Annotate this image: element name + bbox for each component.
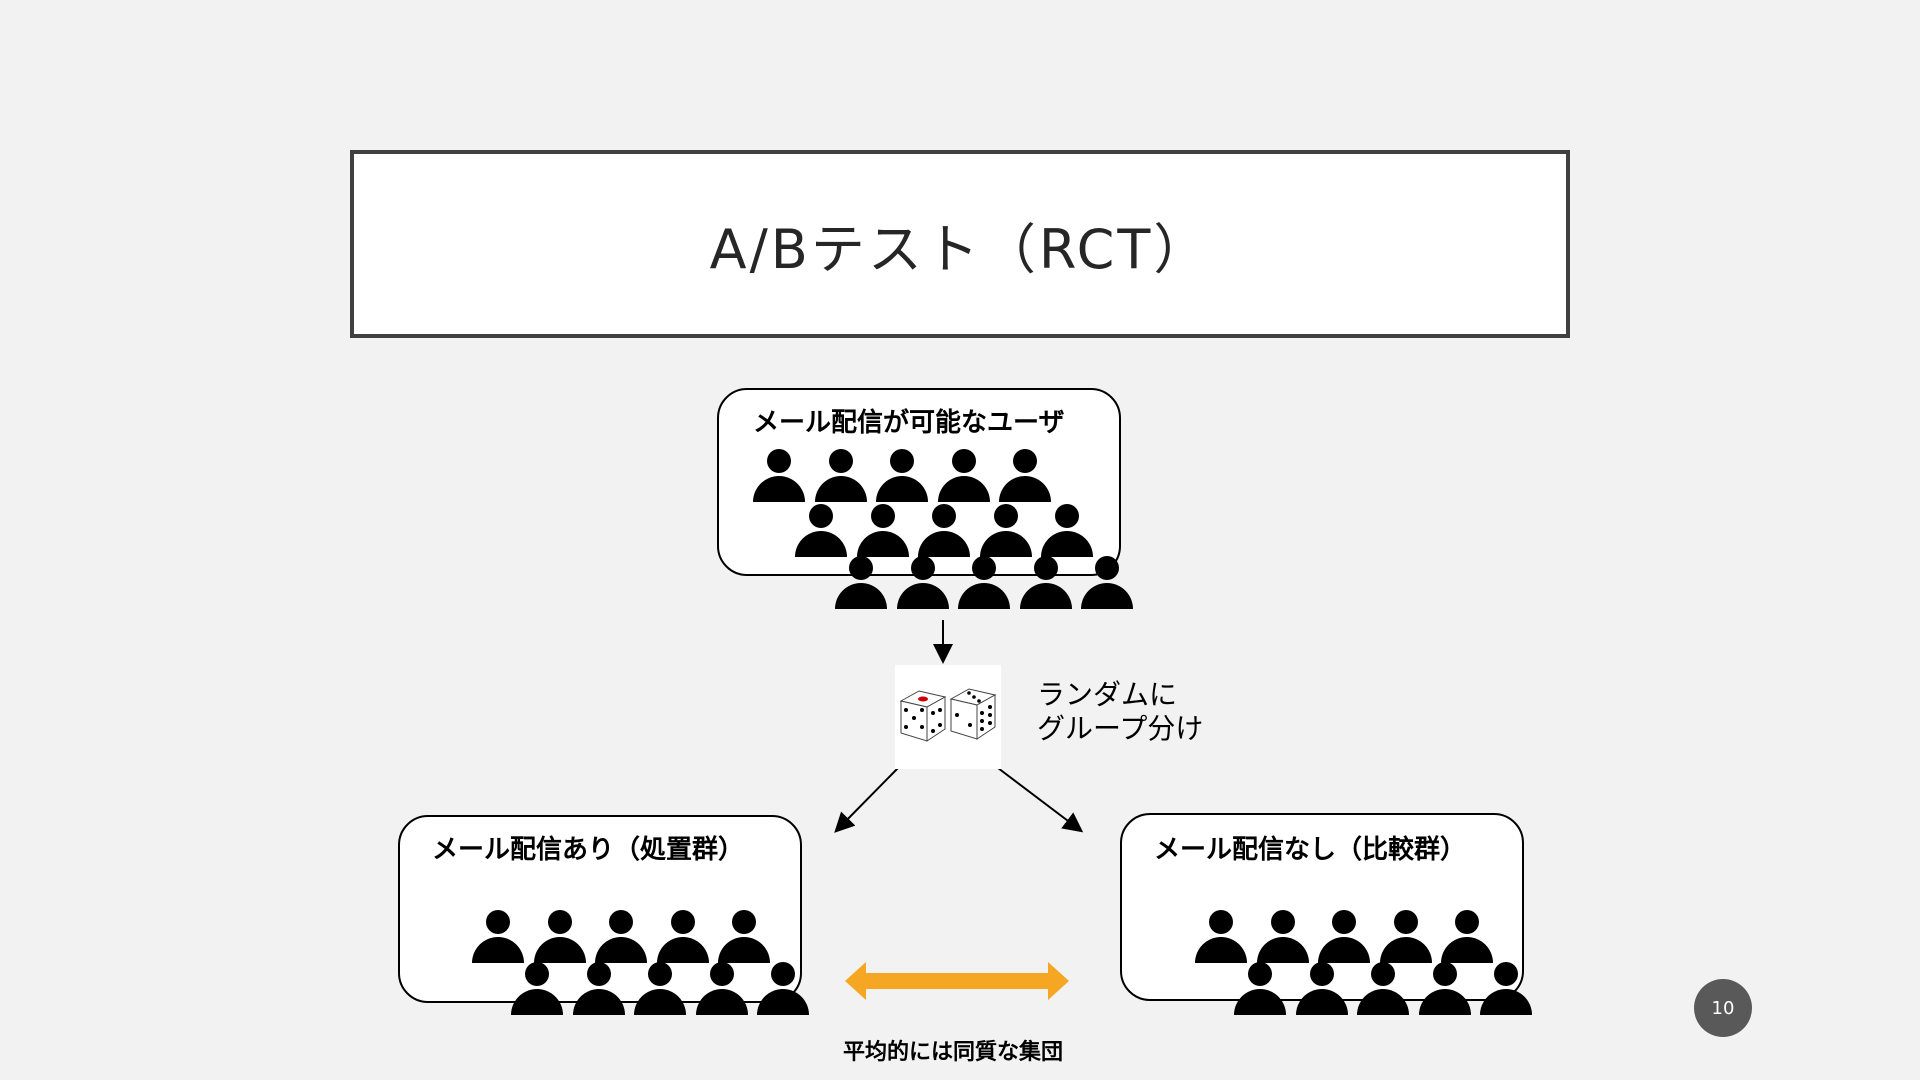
person-icon <box>1234 962 1286 1016</box>
randomization-label: ランダムに グループ分け <box>1037 678 1203 746</box>
randomization-label-line2: グループ分け <box>1037 712 1203 746</box>
control-label: メール配信なし（比較群） <box>1154 829 1466 866</box>
person-icon <box>511 962 563 1016</box>
person-icon <box>1195 910 1247 964</box>
person-icon <box>1419 962 1471 1016</box>
person-icon <box>757 962 809 1016</box>
treatment-label: メール配信あり（処置群） <box>432 829 744 866</box>
randomization-label-line1: ランダムに <box>1037 678 1203 712</box>
arrow-right <box>998 768 1080 830</box>
person-icon <box>1318 910 1370 964</box>
person-icon <box>573 962 625 1016</box>
person-icon <box>657 910 709 964</box>
double-arrow <box>845 962 1069 1000</box>
page-number: 10 <box>1712 998 1735 1019</box>
person-icon <box>595 910 647 964</box>
person-icon <box>1257 910 1309 964</box>
arrow-left <box>837 768 898 830</box>
page-number-badge: 10 <box>1694 979 1752 1037</box>
person-icon <box>634 962 686 1016</box>
person-icon <box>534 910 586 964</box>
person-icon <box>696 962 748 1016</box>
person-icon <box>1357 962 1409 1016</box>
person-icon <box>1441 910 1493 964</box>
person-icon <box>1480 962 1532 1016</box>
person-icon <box>1296 962 1348 1016</box>
comparison-caption: 平均的には同質な集団 <box>843 1034 1063 1066</box>
dice-icon <box>895 665 1001 769</box>
person-icon <box>718 910 770 964</box>
person-icon <box>1380 910 1432 964</box>
person-icon <box>472 910 524 964</box>
